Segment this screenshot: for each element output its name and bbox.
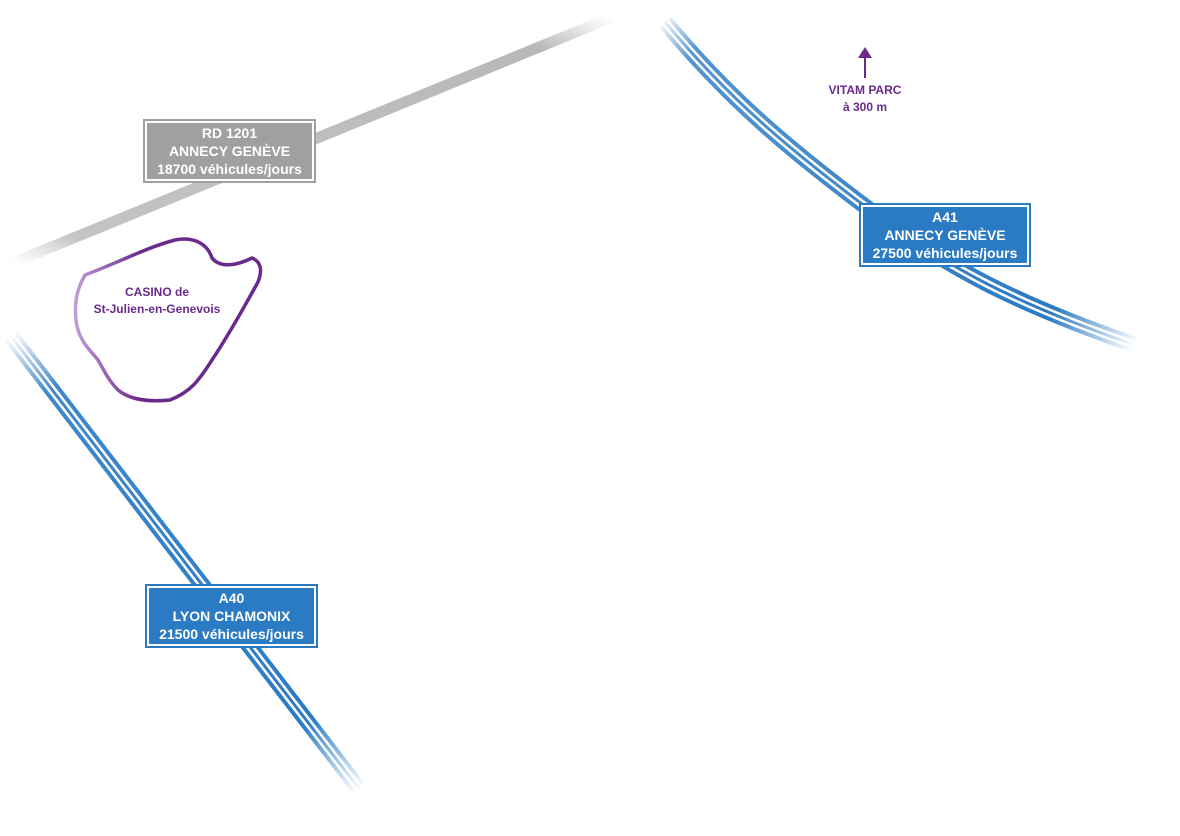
- a41-destination: ANNECY GENÈVE: [884, 227, 1006, 243]
- up-arrow-icon: [858, 47, 872, 78]
- vitam-parc-distance: à 300 m: [842, 100, 888, 114]
- rd1201-destination: ANNECY GENÈVE: [168, 143, 291, 159]
- a40-destination: LYON CHAMONIX: [172, 608, 291, 624]
- vitam-parc-label: VITAM PARC à 300 m: [805, 82, 925, 116]
- rd1201-number: RD 1201: [201, 125, 258, 141]
- a40-number: A40: [218, 590, 245, 606]
- casino-label-line2: St-Julien-en-Genevois: [93, 302, 221, 316]
- a41-number: A41: [932, 209, 958, 225]
- a41-highway: [658, 16, 1138, 353]
- casino-label-line1: CASINO de: [124, 285, 189, 299]
- casino-label: CASINO de St-Julien-en-Genevois: [82, 284, 232, 318]
- a41-traffic: 27500 véhicules/jours: [872, 245, 1018, 261]
- vitam-parc-name: VITAM PARC: [828, 83, 902, 97]
- casino-outline: [73, 237, 263, 403]
- a41-sign: A41 ANNECY GENÈVE 27500 véhicules/jours: [859, 203, 1031, 267]
- rd1201-sign: RD 1201 ANNECY GENÈVE 18700 véhicules/jo…: [143, 119, 316, 183]
- a40-sign: A40 LYON CHAMONIX 21500 véhicules/jours: [145, 584, 318, 648]
- rd1201-traffic: 18700 véhicules/jours: [157, 161, 302, 177]
- a40-highway: [3, 330, 367, 795]
- a40-traffic: 21500 véhicules/jours: [159, 626, 304, 642]
